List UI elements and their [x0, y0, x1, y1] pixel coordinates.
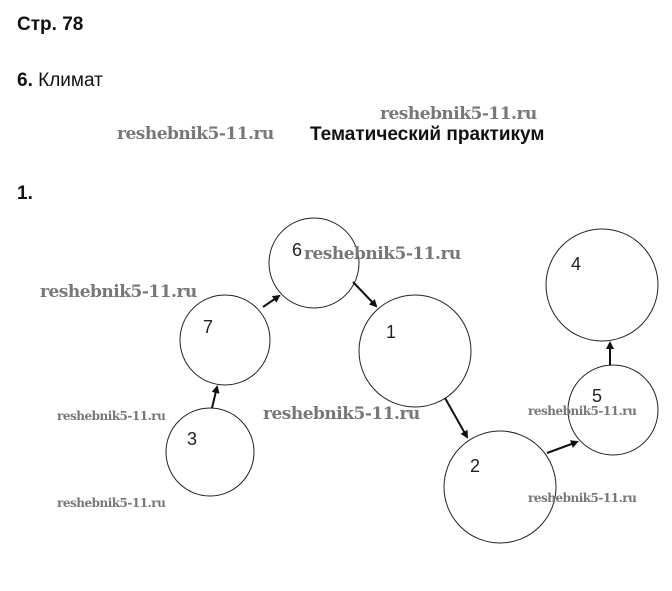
- watermark: reshebnik5-11.ru: [40, 282, 197, 302]
- watermark: reshebnik5-11.ru: [117, 124, 274, 144]
- arrow-1-to-2: [444, 397, 468, 439]
- svg-text:4: 4: [571, 254, 581, 274]
- section-title: Климат: [38, 70, 103, 91]
- node-3: 3: [165, 407, 255, 497]
- node-5: 5: [567, 364, 659, 456]
- node-2: 2: [443, 430, 557, 544]
- section-number: 6.: [17, 70, 33, 91]
- task-number: 1.: [17, 183, 33, 204]
- page-label: Стр. 78: [17, 14, 84, 35]
- watermark: reshebnik5-11.ru: [263, 404, 420, 424]
- section-heading: 6. Климат: [17, 70, 103, 92]
- subtitle: Тематический практикум: [310, 124, 545, 145]
- arrow-6-to-1: [352, 281, 378, 308]
- node-7: 7: [179, 294, 271, 386]
- svg-text:1: 1: [386, 322, 396, 342]
- svg-text:3: 3: [187, 429, 197, 449]
- node-1: 1: [358, 294, 472, 408]
- watermark: reshebnik5-11.ru: [304, 244, 461, 264]
- node-6: 6: [268, 217, 360, 309]
- svg-text:7: 7: [203, 317, 213, 337]
- arrow-7-to-6: [262, 294, 281, 308]
- node-4: 4: [545, 228, 659, 342]
- svg-text:6: 6: [292, 240, 302, 260]
- watermark: reshebnik5-11.ru: [57, 409, 166, 423]
- watermark: reshebnik5-11.ru: [380, 104, 537, 124]
- watermark: reshebnik5-11.ru: [528, 491, 637, 505]
- arrow-3-to-7: [211, 385, 220, 409]
- watermark: reshebnik5-11.ru: [57, 496, 166, 510]
- watermark: reshebnik5-11.ru: [528, 404, 637, 418]
- arrow-2-to-5: [546, 440, 579, 454]
- svg-text:2: 2: [470, 456, 480, 476]
- svg-text:5: 5: [592, 386, 602, 406]
